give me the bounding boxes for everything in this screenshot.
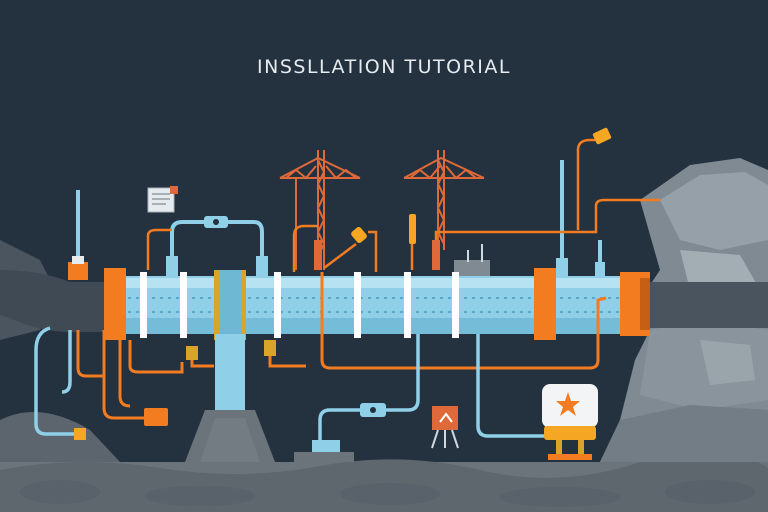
page-title: INSSLLATION TUTORIAL (257, 56, 511, 78)
pipe-coupling (256, 256, 268, 276)
crane-icon (403, 150, 485, 250)
pipe-coupling (556, 258, 568, 276)
right-conduit (640, 282, 768, 328)
pipe-coupling (166, 256, 178, 276)
lower-blue-pipes (34, 326, 550, 446)
star-badge-icon (542, 384, 598, 460)
pipe-coupling (595, 262, 605, 276)
valve-icon (204, 216, 228, 228)
fitting (432, 240, 440, 270)
cap-fitting (68, 262, 88, 280)
document-icon (147, 186, 178, 213)
control-box (454, 260, 490, 276)
warning-sign-icon (431, 406, 459, 449)
gauge-icon (351, 227, 367, 243)
main-pipe (104, 268, 650, 340)
valve-icon (144, 408, 168, 426)
pump-base (294, 440, 354, 462)
fitting (186, 346, 198, 360)
spotlight-icon (592, 127, 612, 145)
fitting (264, 340, 276, 356)
support-column (215, 334, 245, 410)
valve-icon (360, 403, 386, 417)
upper-orange-pipes (146, 138, 660, 272)
left-conduit (0, 270, 110, 332)
fitting (314, 240, 322, 270)
fitting (409, 214, 416, 244)
ground (0, 449, 768, 512)
